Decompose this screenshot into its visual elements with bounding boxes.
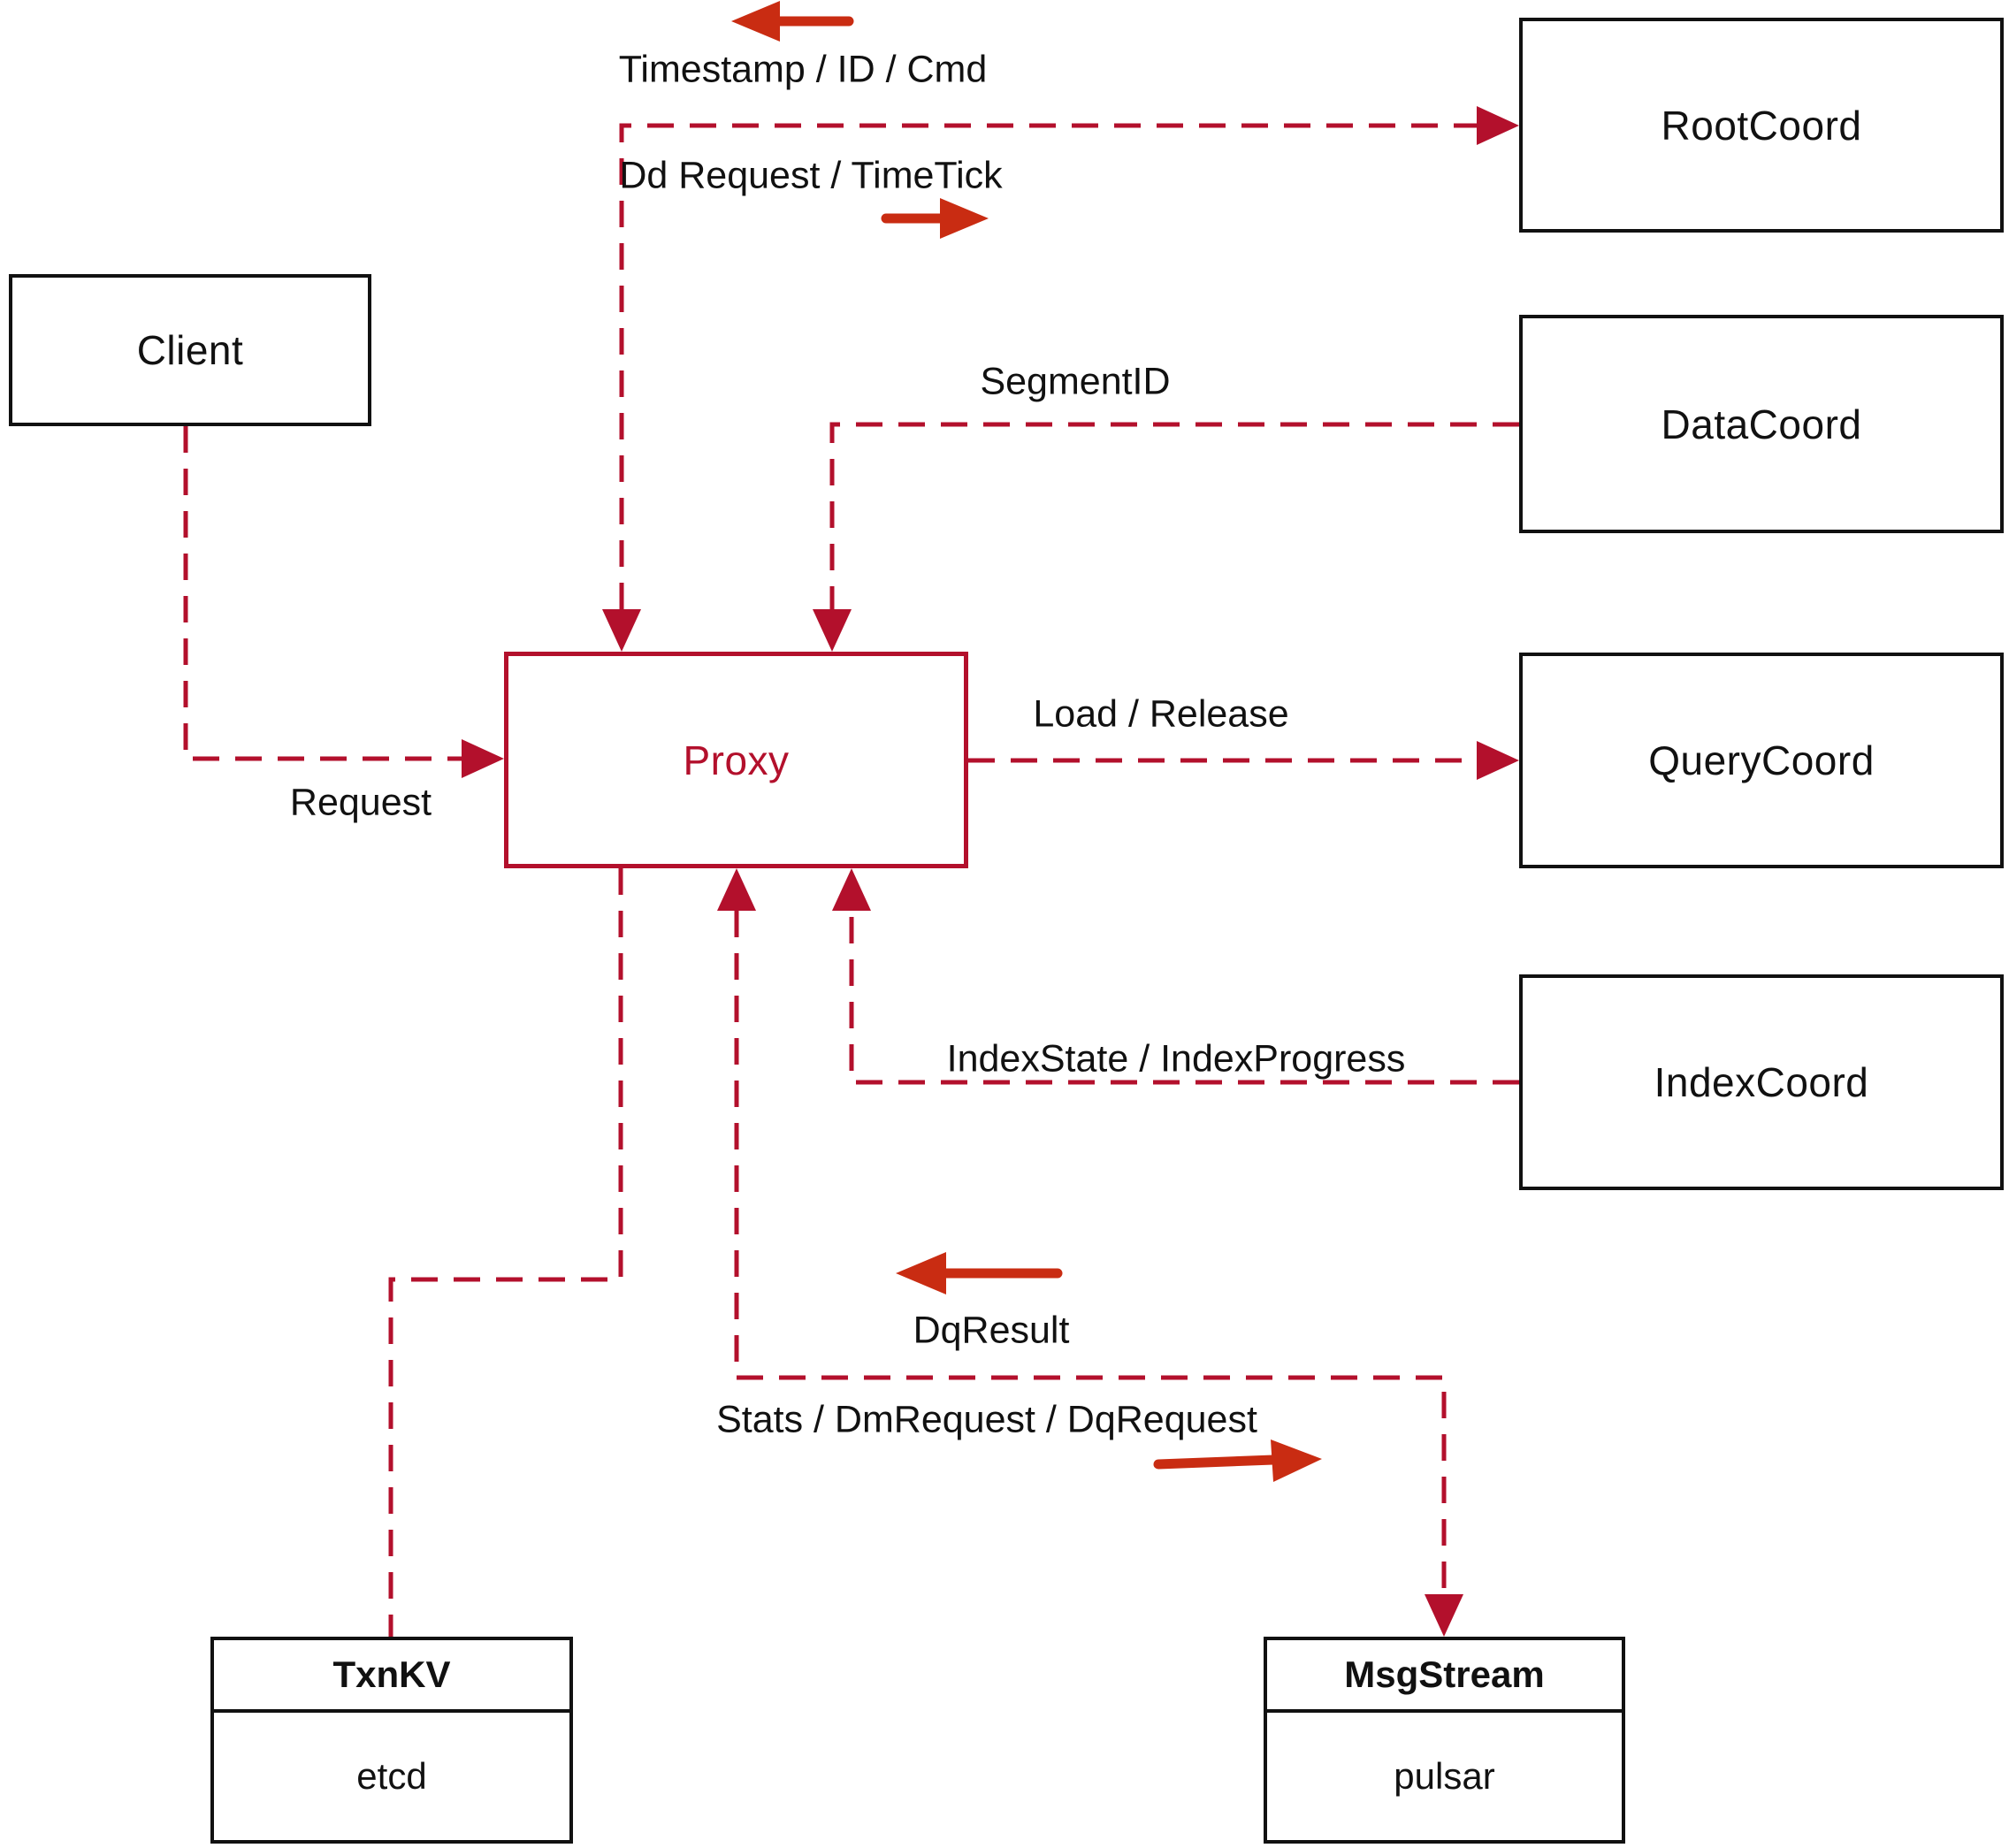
edge-proxy-txnkv bbox=[388, 868, 623, 1637]
edge-label-segment-id: SegmentID bbox=[980, 360, 1171, 403]
arrowhead-up-icon bbox=[832, 868, 871, 911]
direction-arrow-left-icon bbox=[896, 1252, 1063, 1294]
direction-arrow-right-icon bbox=[1153, 1439, 1322, 1482]
arrowhead-down-icon bbox=[1425, 1594, 1463, 1637]
txnkv-subtitle: etcd bbox=[356, 1755, 427, 1797]
msgstream-subtitle: pulsar bbox=[1394, 1755, 1495, 1797]
rootcoord-label: RootCoord bbox=[1661, 102, 1862, 149]
edge-label-index-state: IndexState / IndexProgress bbox=[946, 1037, 1406, 1081]
edge-indexcoord-proxy bbox=[832, 868, 1519, 1085]
edge-label-load-release: Load / Release bbox=[1033, 692, 1289, 736]
arrowhead-right-icon bbox=[1477, 741, 1519, 780]
rootcoord-box: RootCoord bbox=[1519, 18, 2004, 233]
proxy-box: Proxy bbox=[504, 652, 968, 868]
arrowhead-down-icon bbox=[813, 609, 852, 652]
indexcoord-box: IndexCoord bbox=[1519, 974, 2004, 1190]
indexcoord-label: IndexCoord bbox=[1654, 1059, 1869, 1105]
arrowhead-up-icon bbox=[717, 868, 756, 911]
edge-label-timestamp: Timestamp / ID / Cmd bbox=[618, 48, 988, 91]
edge-label-request: Request bbox=[289, 781, 432, 824]
querycoord-box: QueryCoord bbox=[1519, 653, 2004, 868]
datacoord-box: DataCoord bbox=[1519, 315, 2004, 533]
client-label: Client bbox=[136, 327, 244, 373]
direction-arrow-right-icon bbox=[881, 198, 989, 239]
proxy-label: Proxy bbox=[683, 737, 790, 783]
txnkv-box: TxnKV etcd bbox=[210, 1637, 573, 1844]
edge-datacoord-proxy bbox=[813, 422, 1519, 652]
arrowhead-down-icon bbox=[602, 609, 641, 652]
edge-label-dd-request: Dd Request / TimeTick bbox=[619, 154, 1003, 197]
edge-proxy-rootcoord bbox=[602, 106, 1519, 652]
arrowhead-right-icon bbox=[1477, 106, 1519, 145]
msgstream-title: MsgStream bbox=[1267, 1640, 1622, 1713]
edge-label-dq-result: DqResult bbox=[913, 1309, 1070, 1352]
client-box: Client bbox=[9, 274, 371, 426]
edge-label-stats: Stats / DmRequest / DqRequest bbox=[716, 1398, 1257, 1441]
txnkv-title: TxnKV bbox=[214, 1640, 569, 1713]
edge-proxy-msgstream bbox=[717, 868, 1463, 1637]
msgstream-box: MsgStream pulsar bbox=[1264, 1637, 1625, 1844]
arrowhead-right-icon bbox=[462, 739, 504, 778]
edge-proxy-querycoord bbox=[968, 741, 1519, 780]
direction-arrow-left-icon bbox=[731, 1, 854, 42]
querycoord-label: QueryCoord bbox=[1648, 737, 1875, 783]
edge-client-proxy bbox=[183, 426, 504, 778]
datacoord-label: DataCoord bbox=[1661, 401, 1862, 447]
